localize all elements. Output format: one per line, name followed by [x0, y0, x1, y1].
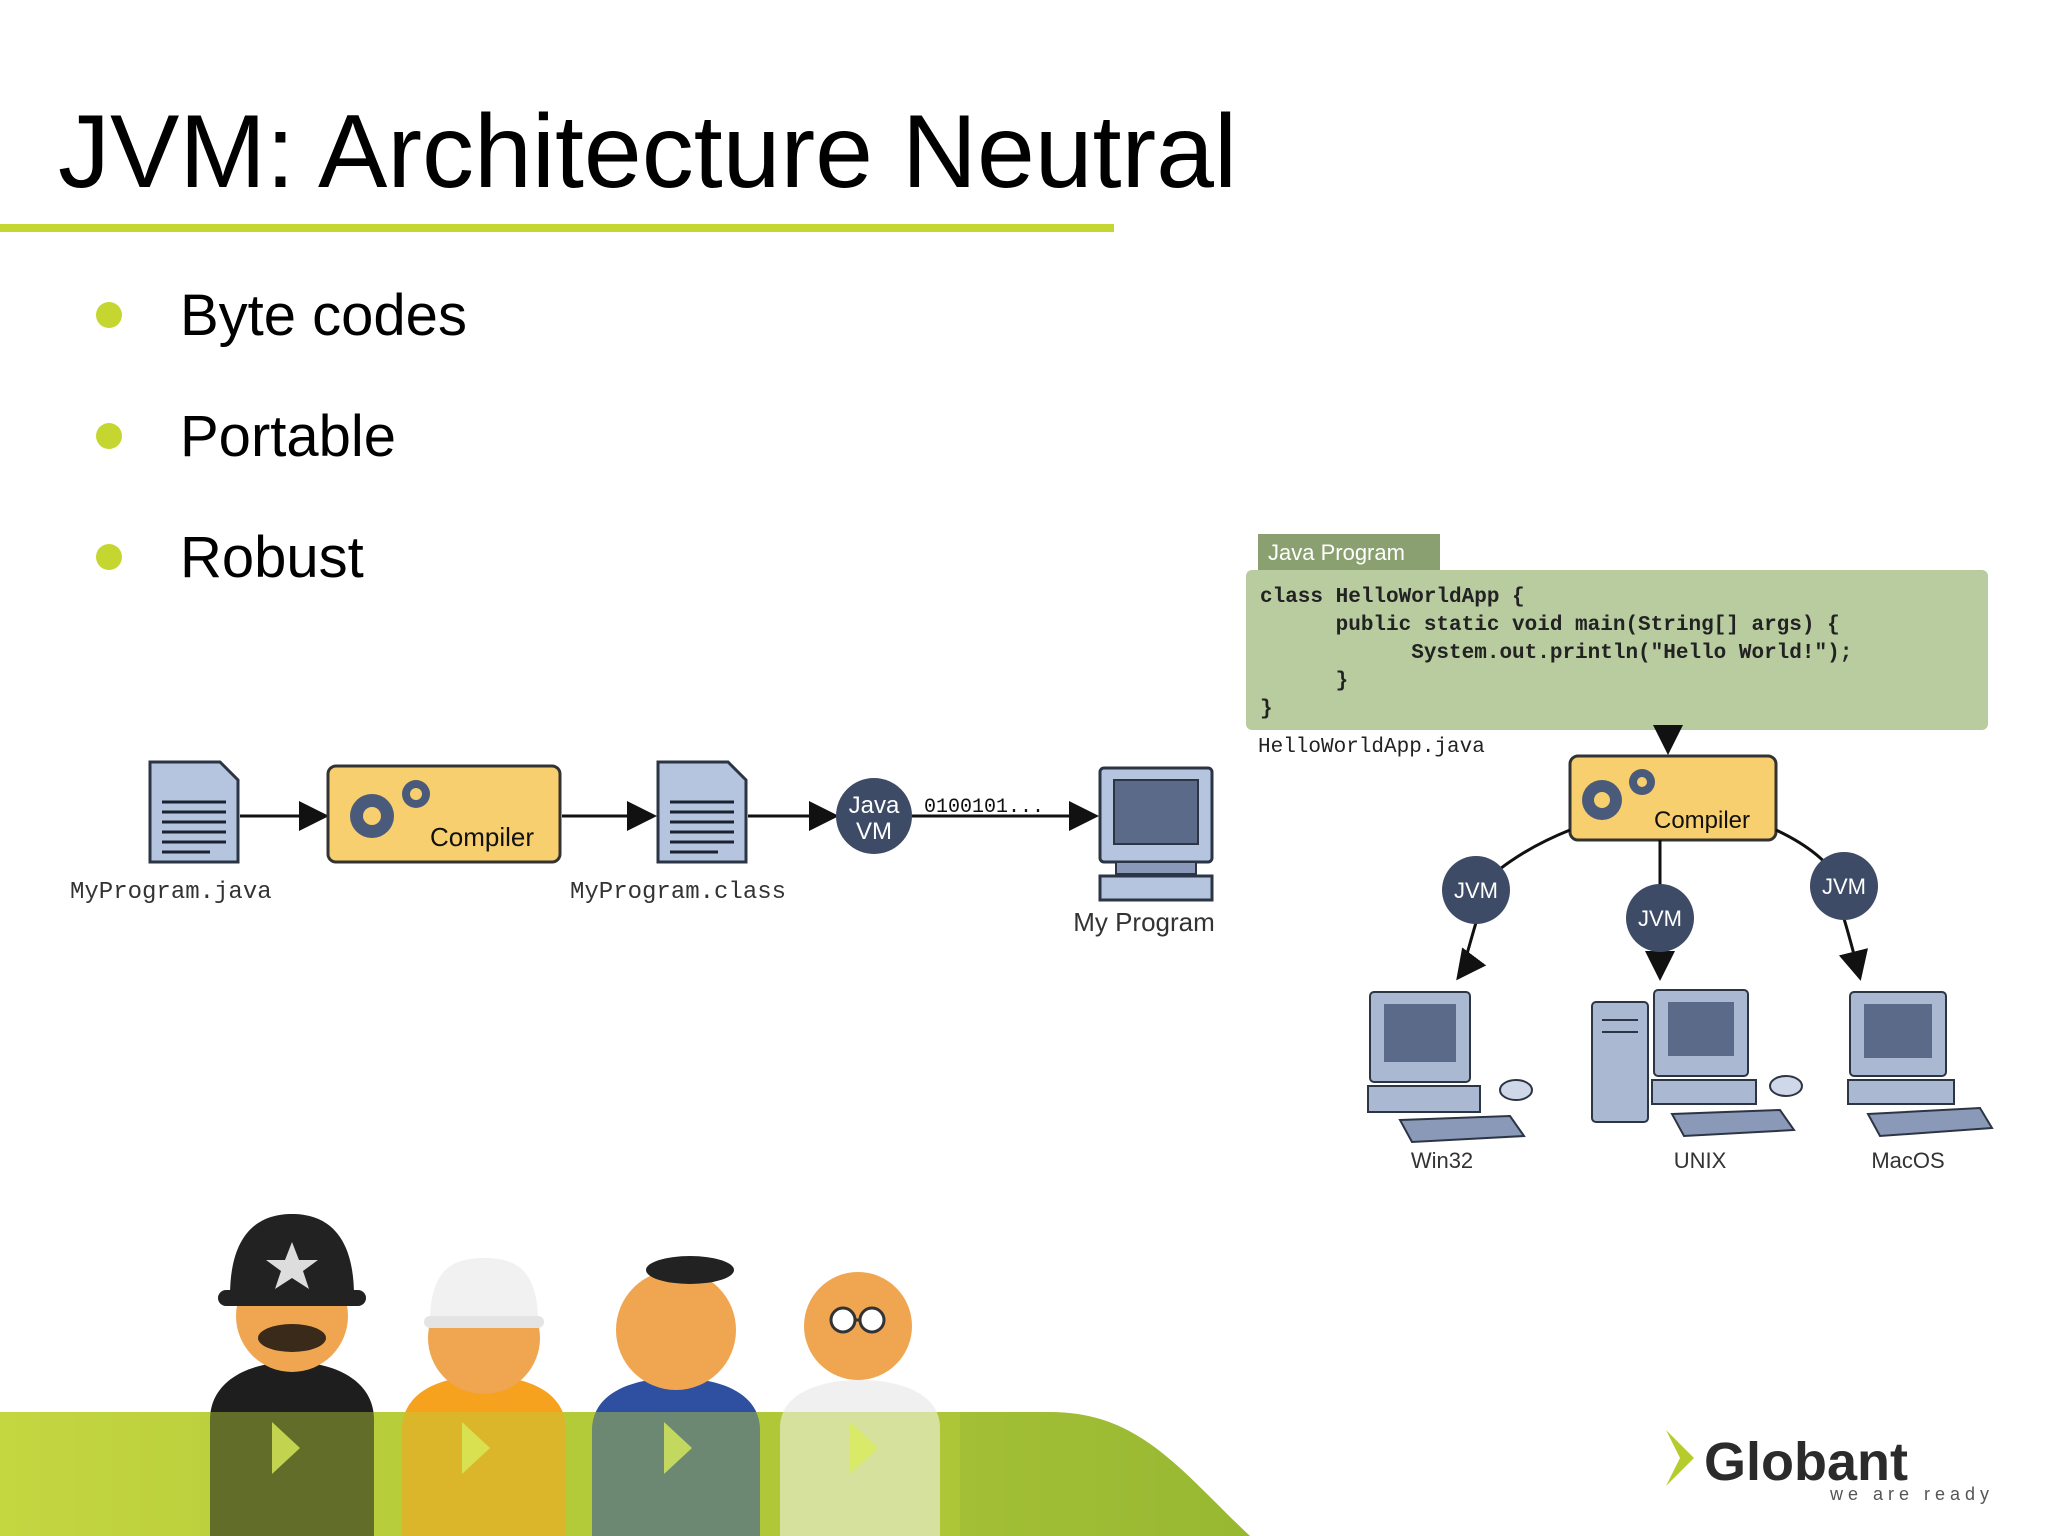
- server-tower-icon: [1591, 1001, 1649, 1123]
- mouse-icon: [1499, 1079, 1533, 1101]
- jvm-label: JVM: [1454, 878, 1498, 903]
- bullet-text: Byte codes: [180, 283, 467, 348]
- keyboard-icon: [1670, 1108, 1796, 1138]
- title-underline: [0, 224, 1114, 232]
- logo-tagline: we are ready: [1829, 1484, 1994, 1504]
- bullet-dot-icon: [96, 302, 122, 328]
- code-panel: [1246, 570, 1988, 730]
- monitor-icon: [1098, 766, 1214, 902]
- slide-title: JVM: Architecture Neutral: [58, 94, 1238, 210]
- platform-label: UNIX: [1674, 1148, 1727, 1173]
- bullet-text: Portable: [180, 404, 397, 469]
- bullet-dot-icon: [96, 544, 122, 570]
- source-file-label: MyProgram.java: [70, 879, 272, 906]
- output-label: My Program: [1073, 907, 1215, 937]
- compiler-label: Compiler: [430, 822, 534, 852]
- platform-label: MacOS: [1871, 1148, 1944, 1173]
- code-line-4: }: [1260, 670, 1348, 693]
- professor-avatar: [780, 1272, 940, 1536]
- desktop-computer-icon: [1847, 991, 1994, 1138]
- gear-icon: [1582, 769, 1655, 820]
- document-icon: [656, 760, 748, 864]
- gear-icon: [350, 780, 430, 838]
- jvm-node: JVM: [1810, 852, 1878, 920]
- code-line-5: }: [1260, 698, 1273, 721]
- class-file-label: MyProgram.class: [570, 879, 786, 906]
- vm-label-line1: Java: [849, 792, 900, 819]
- document-icon: [148, 760, 240, 864]
- vm-label-line2: VM: [856, 818, 892, 845]
- code-panel-tab: [1258, 534, 1440, 570]
- jvm-node: JVM: [1442, 856, 1510, 924]
- keyboard-icon: [1398, 1114, 1526, 1144]
- code-line-1: class HelloWorldApp {: [1260, 586, 1525, 609]
- source-file-label: HelloWorldApp.java: [1258, 736, 1485, 759]
- bullet-dot-icon: [96, 423, 122, 449]
- code-line-2: public static void main(String[] args) {: [1260, 614, 1840, 637]
- globant-logo: Globant we are ready: [1666, 1430, 1994, 1504]
- mouse-icon: [1769, 1075, 1803, 1097]
- jvm-label: JVM: [1822, 874, 1866, 899]
- compiler-label: Compiler: [1654, 807, 1750, 834]
- compiler-box: Compiler: [1568, 754, 1778, 842]
- compiler-box: Compiler: [326, 764, 562, 864]
- platform-label: Win32: [1411, 1148, 1473, 1173]
- platform-diagram: Java Program class HelloWorldApp { publi…: [1246, 534, 1994, 1173]
- builder-avatar: [402, 1258, 566, 1536]
- desktop-computer-icon: [1367, 991, 1533, 1144]
- compile-pipeline-diagram: MyProgram.java Compiler MyProgram.class …: [70, 760, 1215, 937]
- code-panel-tab-label: Java Program: [1268, 540, 1405, 565]
- bytecode-label: 0100101...: [924, 796, 1044, 819]
- keyboard-icon: [1866, 1106, 1994, 1138]
- jvm-node: JVM: [1626, 884, 1694, 952]
- jvm-label: JVM: [1638, 906, 1682, 931]
- java-vm-node: Java VM: [836, 778, 912, 854]
- bullet-text: Robust: [180, 525, 364, 590]
- logo-name: Globant: [1704, 1432, 1908, 1492]
- desktop-computer-icon: [1651, 989, 1803, 1138]
- code-line-3: System.out.println("Hello World!");: [1260, 642, 1852, 665]
